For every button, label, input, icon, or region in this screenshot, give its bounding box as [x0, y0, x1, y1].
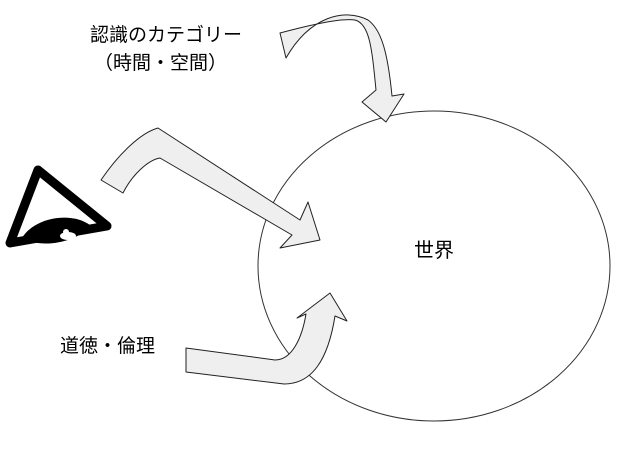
- world-circle: [257, 110, 611, 422]
- categories-label: 認識のカテゴリー: [90, 24, 243, 46]
- perception-arrow: [100, 127, 321, 249]
- world-label: 世界: [414, 238, 454, 262]
- eye-icon: [5, 165, 112, 248]
- categories-arrow: [279, 14, 405, 123]
- ethics-label: 道徳・倫理: [60, 335, 156, 357]
- ethics-arrow: [185, 292, 348, 385]
- categories-sublabel: （時間・空間）: [94, 52, 228, 74]
